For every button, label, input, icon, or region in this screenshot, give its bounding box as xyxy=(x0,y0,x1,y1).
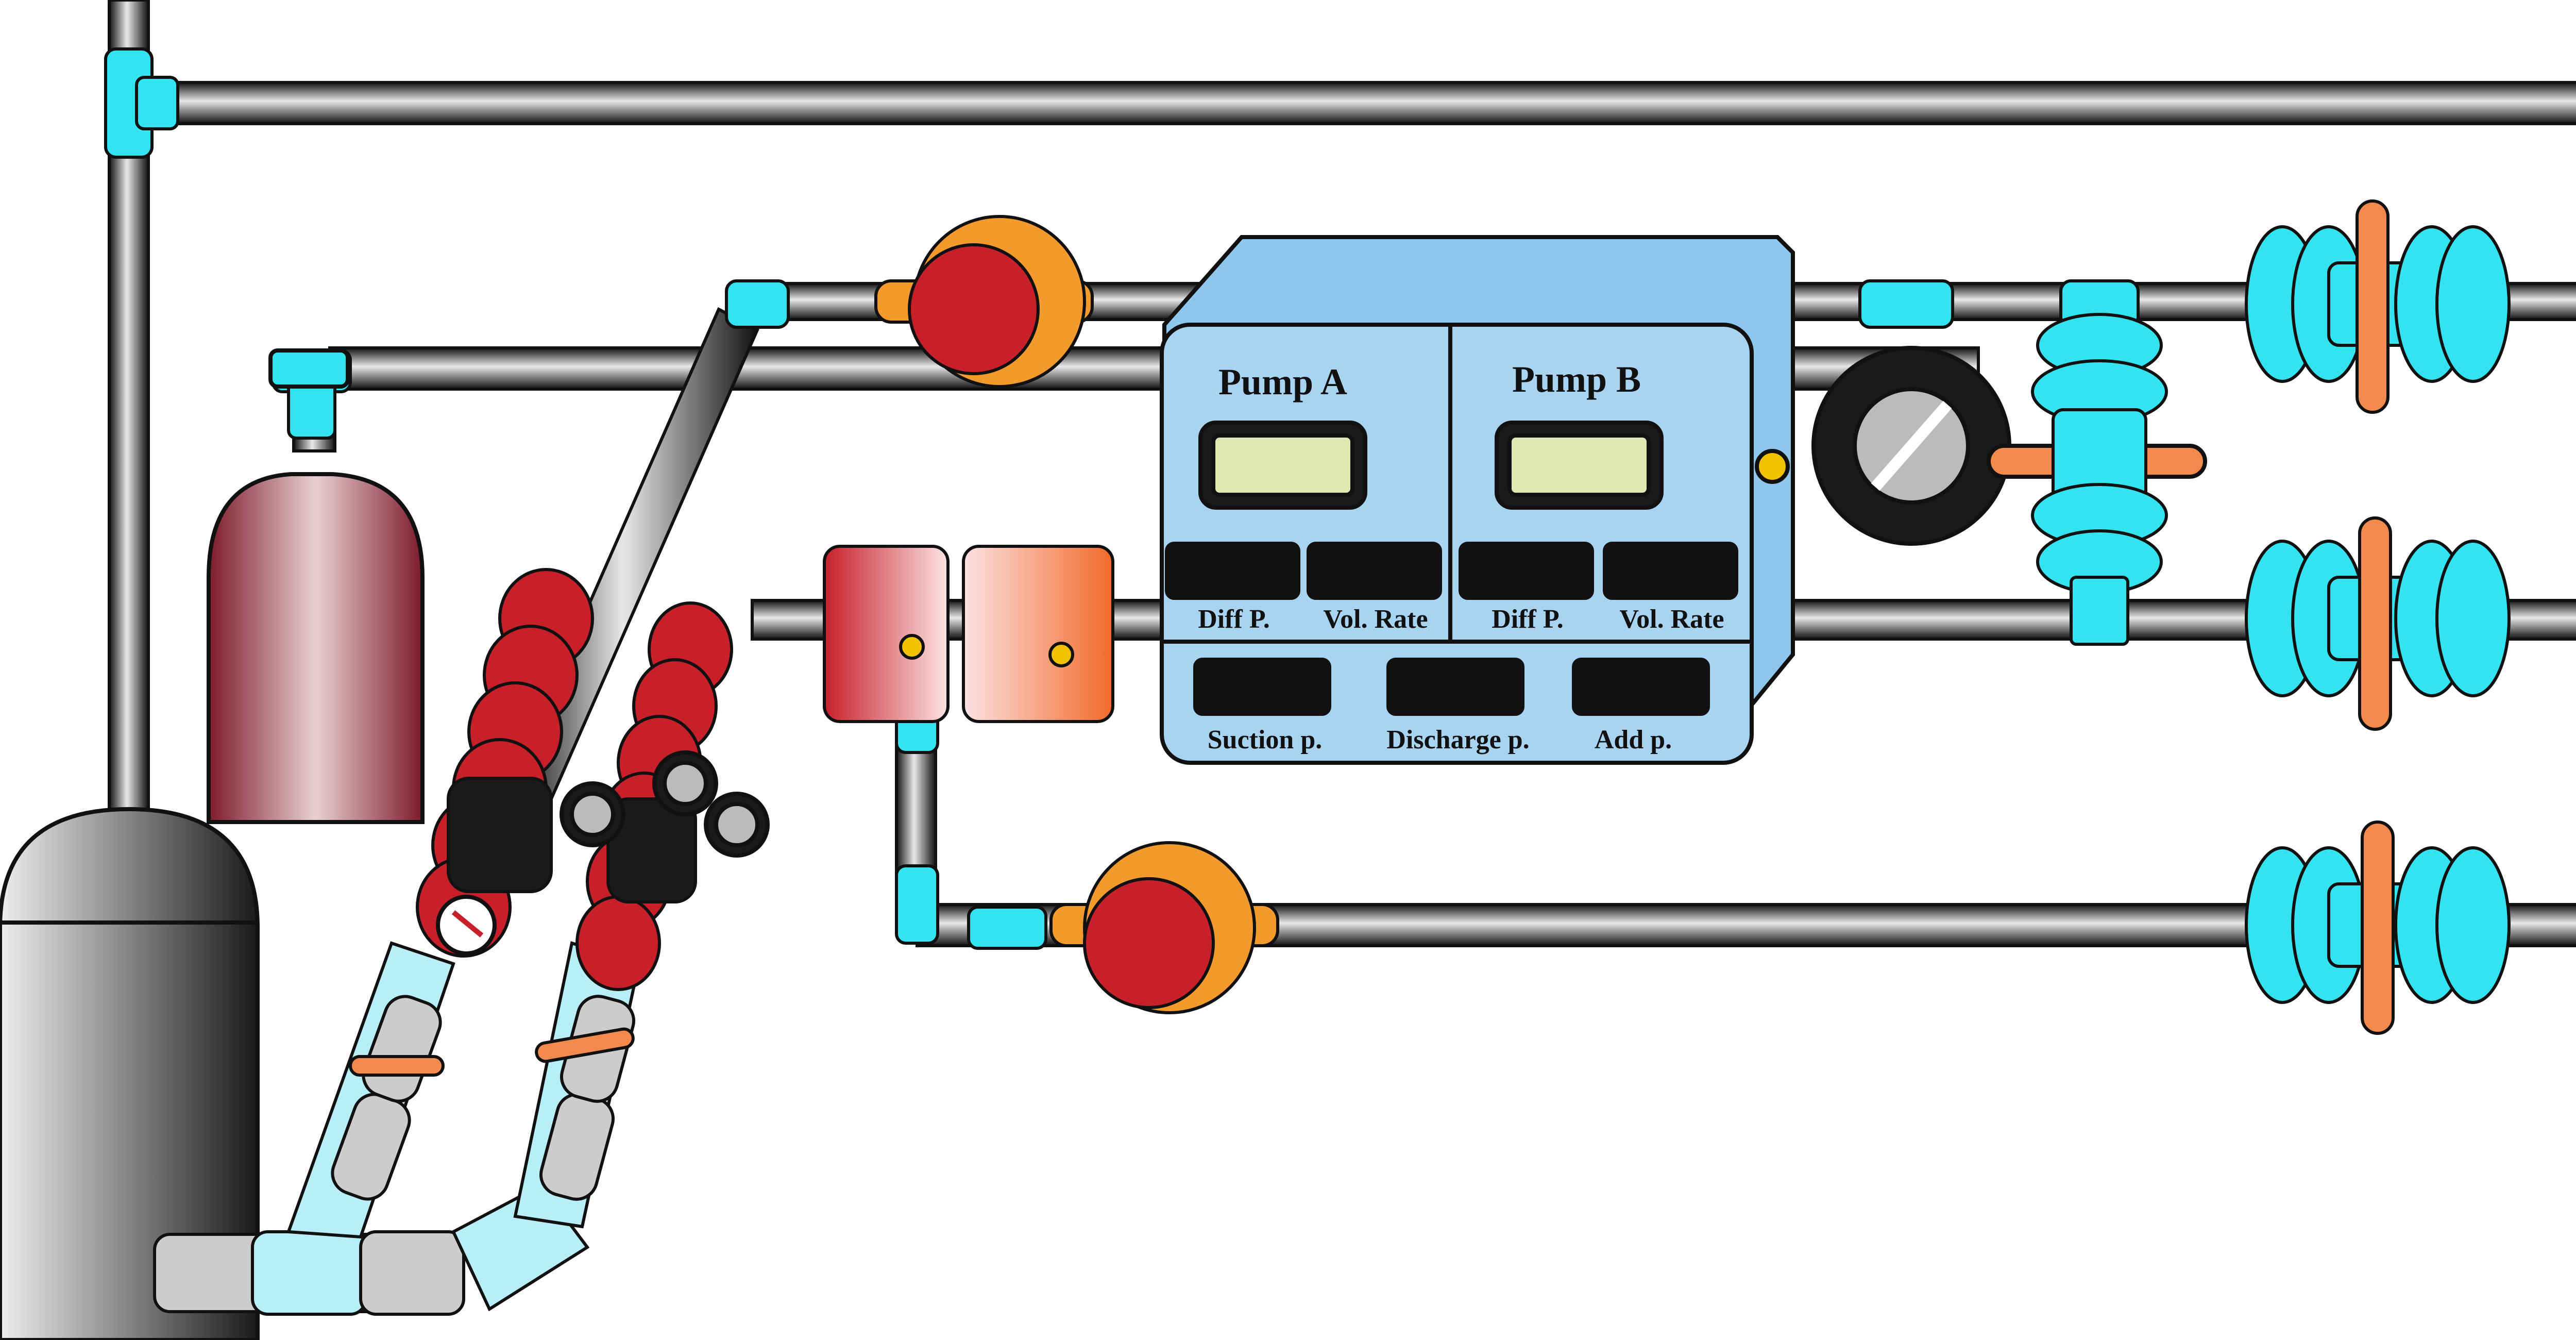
manifold-gauge-face xyxy=(663,761,708,806)
fitting xyxy=(895,864,939,945)
manifold xyxy=(153,941,641,1316)
flow-switch-indicator xyxy=(899,634,925,660)
suction-display xyxy=(1193,658,1331,716)
pump-b-vol-label: Vol. Rate xyxy=(1619,605,1724,634)
pump-a-vol-label: Vol. Rate xyxy=(1323,605,1428,634)
valve-icon xyxy=(2245,199,2511,1035)
gas-cylinder-valve xyxy=(268,348,350,389)
pump-a-diff-display xyxy=(1165,542,1300,600)
pump-a-title: Pump A xyxy=(1218,361,1347,403)
pump-b-title: Pump B xyxy=(1512,359,1641,400)
manifold-gauge-face xyxy=(714,802,759,847)
flow-meter-icon xyxy=(2031,313,2168,646)
gas-cylinder-icon xyxy=(207,348,425,824)
valve-flange xyxy=(2435,846,2511,1004)
add-display xyxy=(1572,658,1710,716)
pump-a-diff-label: Diff P. xyxy=(1198,605,1270,634)
discharge-display xyxy=(1386,658,1524,716)
valve-handle[interactable] xyxy=(2358,516,2392,731)
control-panel xyxy=(1160,235,1795,765)
valve-handle[interactable] xyxy=(2355,199,2389,414)
vessel-body xyxy=(0,807,260,1340)
gate-valve-middle[interactable] xyxy=(2245,516,2511,731)
control-panel-labels: Pump A Pump B Diff P. Vol. Rate Diff P. … xyxy=(1198,359,1724,755)
manifold-fitting xyxy=(251,1230,367,1316)
pump-a-vol-display xyxy=(1307,542,1442,600)
fitting xyxy=(135,76,179,130)
pump-lower-rotor xyxy=(1083,877,1215,1009)
flow-switch-orange[interactable] xyxy=(962,545,1114,723)
valve-flange xyxy=(2435,540,2511,697)
manifold-gauge-face xyxy=(570,792,615,837)
valve-flange xyxy=(2435,225,2511,383)
clamp-block xyxy=(606,797,697,903)
manifold-valve-handle[interactable] xyxy=(535,1027,635,1063)
add-label: Add p. xyxy=(1595,725,1672,755)
bellows-ring xyxy=(575,895,661,991)
rotary-valve-indicator xyxy=(1871,400,1952,491)
gauge-icon xyxy=(436,750,770,956)
gauge-needle xyxy=(451,910,484,937)
pump-icon xyxy=(874,215,1094,388)
pump-a-lcd-screen xyxy=(1211,433,1354,497)
valve-handle[interactable] xyxy=(2361,820,2395,1035)
flow-meter-stem xyxy=(2070,576,2129,646)
discharge-label: Discharge p. xyxy=(1386,725,1529,755)
gate-valve-top[interactable] xyxy=(2245,199,2511,414)
pump-b-diff-display xyxy=(1459,542,1594,600)
status-led-icon xyxy=(1755,449,1790,484)
pump-b-diff-label: Diff P. xyxy=(1492,605,1564,634)
clamp-block xyxy=(447,777,553,893)
gas-cylinder-body xyxy=(207,472,425,824)
flow-switch-indicator xyxy=(1048,642,1074,667)
top-pipe xyxy=(163,81,2576,125)
pump-b-lcd-screen xyxy=(1507,433,1651,497)
valve-icon xyxy=(1811,346,2207,546)
pump-b-vol-display xyxy=(1603,542,1738,600)
flow-switch-blocks xyxy=(823,545,1114,723)
gate-valve-bottom[interactable] xyxy=(2245,820,2511,1035)
fitting xyxy=(1858,279,1954,329)
flow-switch-red[interactable] xyxy=(823,545,950,723)
manifold-fitting xyxy=(359,1230,465,1316)
vessel-icon xyxy=(0,807,260,1340)
fitting xyxy=(287,380,336,440)
pump-upper-rotor xyxy=(908,243,1040,375)
pump-icon xyxy=(1049,841,1279,1014)
manifold-valve-handle[interactable] xyxy=(349,1055,445,1077)
fitting xyxy=(967,906,1047,950)
fitting xyxy=(725,279,790,329)
clamps xyxy=(447,777,697,903)
suction-label: Suction p. xyxy=(1208,725,1323,755)
